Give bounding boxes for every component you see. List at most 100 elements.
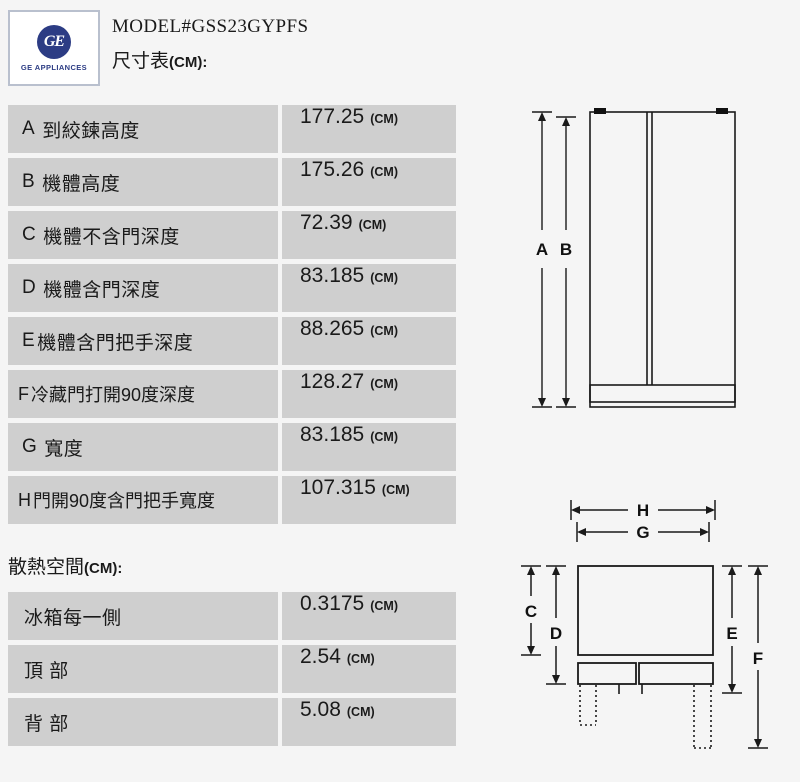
row-value-f: 128.27(CM) xyxy=(282,370,456,418)
door-swing-right xyxy=(693,685,712,749)
arrowhead-a-bottom xyxy=(538,398,546,407)
clearance-section-title: 散熱空間(CM): xyxy=(8,552,122,579)
row-value-d: 83.185 (CM) xyxy=(282,264,456,312)
row-value-unit: (CM) xyxy=(381,483,410,497)
front-view-diagram: A B xyxy=(500,90,800,440)
row-label-text: 冷藏門打開90度深度 xyxy=(31,385,196,405)
row-label-text: 機體含門把手深度 xyxy=(37,332,194,354)
row-value-g: 83.185(CM) xyxy=(282,423,456,471)
row-key: C xyxy=(22,224,37,245)
clearance-value: 2.54 (CM) xyxy=(282,645,456,693)
top-view-diagram: H G C xyxy=(500,478,800,780)
dimension-label-g: G xyxy=(636,523,649,542)
arrowhead-f-top xyxy=(754,566,762,575)
row-key: E xyxy=(22,330,36,351)
row-value-number: 128.27 xyxy=(300,370,365,393)
clearance-label: 頂 部 xyxy=(8,645,278,693)
arrowhead-g-right xyxy=(700,528,709,536)
ge-appliances-wordmark: GE APPLIANCES xyxy=(20,62,88,72)
arrowhead-e-top xyxy=(728,566,736,575)
arrowhead-d-top xyxy=(552,566,560,575)
row-label-text: 寬度 xyxy=(44,438,84,460)
cabinet-top-outline xyxy=(577,565,714,656)
dimensions-title-unit: (CM): xyxy=(169,54,208,71)
dimension-label-h: H xyxy=(637,501,649,520)
arrowhead-a-top xyxy=(538,112,546,121)
row-value-b: 175.26 (CM) xyxy=(282,158,456,206)
row-label-text: 機體高度 xyxy=(42,173,121,195)
arrowhead-e-bottom xyxy=(728,684,736,693)
row-label-g: G 寬度 xyxy=(8,423,278,471)
base-kickplate xyxy=(589,384,736,408)
dimension-line-b xyxy=(556,116,576,408)
arrowhead-h-right xyxy=(706,506,715,514)
row-key: D xyxy=(22,277,37,298)
row-value-a: 177.25 (CM) xyxy=(282,105,456,153)
clearance-value: 0.3175 (CM) xyxy=(282,592,456,640)
clearance-value-number: 0.3175 xyxy=(300,592,365,615)
row-value-unit: (CM) xyxy=(370,165,398,179)
clearance-value-unit: (CM) xyxy=(346,652,375,666)
arrowhead-g-left xyxy=(577,528,586,536)
table-row: 頂 部 2.54 (CM) xyxy=(8,645,456,693)
row-value-unit: (CM) xyxy=(370,271,398,285)
arrowhead-c-bottom xyxy=(527,646,535,655)
dimensions-title-text: 尺寸表 xyxy=(112,51,170,72)
row-key: H xyxy=(18,489,31,510)
row-label-d: D 機體含門深度 xyxy=(8,264,278,312)
dimension-label-e: E xyxy=(726,624,737,643)
row-key: G xyxy=(22,436,38,457)
dimensions-table-title: 尺寸表(CM): xyxy=(112,46,207,73)
ge-monogram-text: GE xyxy=(43,32,65,50)
row-value-number: 83.185 xyxy=(300,264,365,287)
door-left-outline xyxy=(577,662,637,685)
dimension-label-c: C xyxy=(525,602,537,621)
row-key: F xyxy=(18,383,29,404)
clearance-value-number: 2.54 xyxy=(300,645,341,668)
header: GE GE APPLIANCES MODEL#GSS23GYPFS 尺寸表(CM… xyxy=(0,0,480,96)
clearance-value-unit: (CM) xyxy=(370,599,398,613)
top-view-svg: H G C xyxy=(521,500,768,749)
clearance-label: 背 部 xyxy=(8,698,278,746)
row-value-unit: (CM) xyxy=(370,112,398,126)
row-value-h: 107.315(CM) xyxy=(282,476,456,524)
table-row: 背 部 5.08 (CM) xyxy=(8,698,456,746)
arrowhead-b-top xyxy=(562,117,570,126)
clearance-title-text: 散熱空間 xyxy=(8,557,85,578)
front-view-svg: A B xyxy=(532,108,736,408)
hinge-tab-left xyxy=(594,108,606,114)
row-value-e: 88.265(CM) xyxy=(282,317,456,365)
clearance-value-unit: (CM) xyxy=(346,705,375,719)
row-value-unit: (CM) xyxy=(370,324,398,338)
dimension-label-a: A xyxy=(536,240,548,259)
clearance-value-number: 5.08 xyxy=(300,698,341,721)
row-label-text: 門開90度含門把手寬度 xyxy=(33,491,216,511)
row-key: A xyxy=(22,118,36,139)
row-value-number: 177.25 xyxy=(300,105,365,128)
clearance-title-unit: (CM): xyxy=(84,560,123,577)
arrowhead-c-top xyxy=(527,566,535,575)
table-row: G 寬度 83.185(CM) xyxy=(8,423,456,471)
arrowhead-d-bottom xyxy=(552,675,560,684)
dimension-line-a xyxy=(532,111,552,408)
hinge-tab-right xyxy=(716,108,728,114)
cabinet-outline xyxy=(589,111,736,403)
row-label-text: 機體含門深度 xyxy=(43,279,161,301)
row-value-number: 83.185 xyxy=(300,423,365,446)
model-number: MODEL#GSS23GYPFS xyxy=(112,16,309,37)
row-value-number: 175.26 xyxy=(300,158,365,181)
dimension-label-b: B xyxy=(560,240,572,259)
